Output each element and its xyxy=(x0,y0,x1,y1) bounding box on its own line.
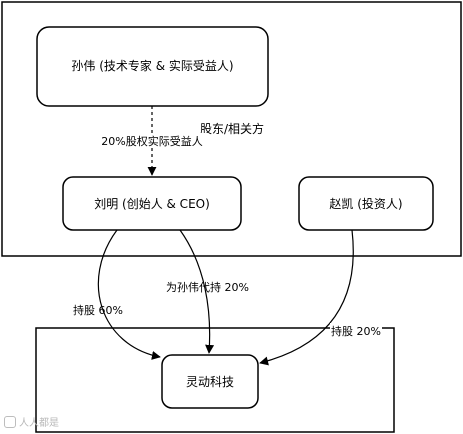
edge-proxy-line xyxy=(179,229,215,354)
edge-liu-share-line xyxy=(97,229,161,360)
watermark-text: 人人都是 xyxy=(19,418,59,429)
node-liu-ming[interactable]: 刘明 (创始人 & CEO) xyxy=(62,176,242,231)
edge-zhao-share-label-bg xyxy=(330,323,382,338)
shareholders-group xyxy=(1,1,462,257)
node-sun-wei[interactable]: 孙伟 (技术专家 & 实际受益人) xyxy=(36,26,269,107)
node-sun-wei-label: 孙伟 (技术专家 & 实际受益人) xyxy=(71,58,233,73)
node-liu-ming-label: 刘明 (创始人 & CEO) xyxy=(94,197,210,211)
watermark: 人人都是 xyxy=(4,414,59,429)
shareholders-group-label: 股东/相关方 xyxy=(200,121,264,136)
node-company[interactable]: 灵动科技 xyxy=(161,354,259,409)
edge-liu-share-label: 持股 60% xyxy=(73,303,123,317)
node-zhao-kai[interactable]: 赵凯 (投资人) xyxy=(298,176,434,231)
edge-proxy-label: 为孙伟代持 20% xyxy=(166,280,249,294)
edge-zhao-share-line xyxy=(259,229,354,366)
node-zhao-kai-label: 赵凯 (投资人) xyxy=(329,196,402,211)
watermark-logo-icon xyxy=(4,415,16,428)
edge-beneficial-label: 20%股权实际受益人 xyxy=(101,134,202,148)
company-frame xyxy=(35,327,395,433)
edge-beneficial-label-bg xyxy=(100,133,208,148)
edge-zhao-share-label: 持股 20% xyxy=(331,324,381,338)
node-company-label: 灵动科技 xyxy=(186,375,234,389)
